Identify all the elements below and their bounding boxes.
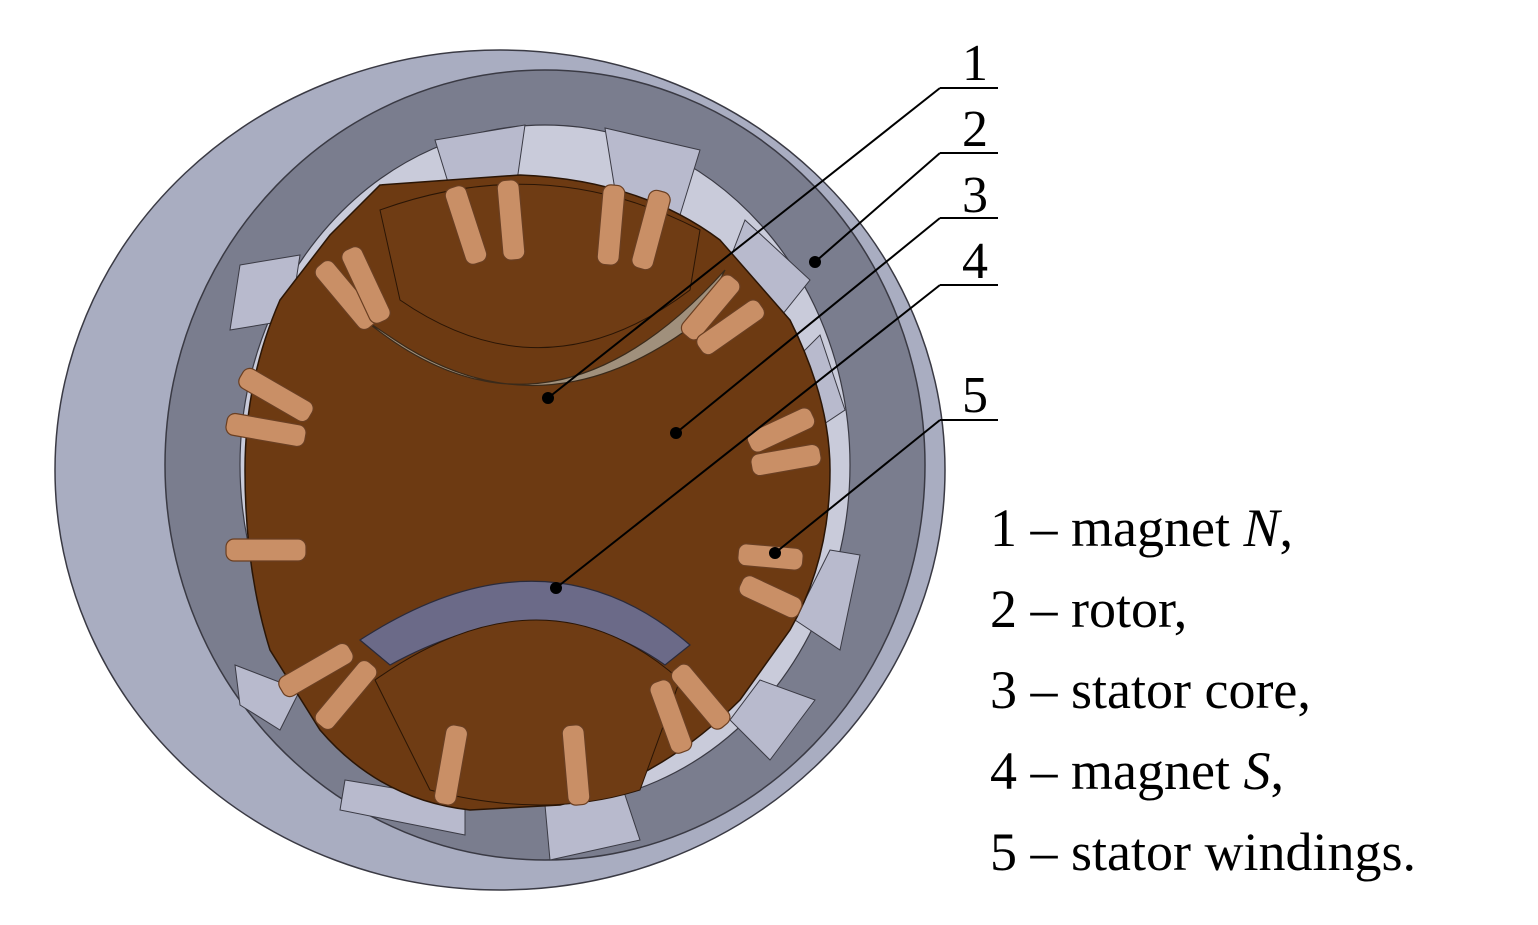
callout-dot-5	[769, 547, 781, 559]
callout-leader-3	[675, 217, 941, 434]
callout-dot-2	[809, 256, 821, 268]
callout-dot-3	[670, 427, 682, 439]
legend-item-1: 1 – magnet N,	[990, 498, 1293, 558]
slot-face	[729, 679, 816, 761]
winding-bar	[225, 412, 307, 448]
magnet-n	[364, 269, 726, 386]
legend-item-3: 3 – stator core,	[990, 660, 1311, 720]
callout-leader-1	[547, 87, 941, 399]
slot-face	[234, 664, 301, 731]
callout-number-1: 1	[962, 35, 988, 92]
winding-bar	[278, 642, 354, 698]
callout-dots	[542, 256, 821, 594]
winding-bar	[750, 443, 822, 477]
callout-number-5: 5	[962, 367, 988, 424]
callout-leader-2	[814, 152, 941, 263]
winding-bar	[649, 679, 693, 754]
winding-bar	[238, 367, 314, 423]
callout-number-3: 3	[962, 167, 988, 224]
callout-leader-5	[774, 419, 941, 554]
winding-bar	[738, 575, 803, 619]
winding-bar	[596, 184, 626, 266]
legend-item-5: 5 – stator windings.	[990, 822, 1416, 882]
stator-windings	[225, 179, 822, 806]
winding-bar	[314, 659, 378, 731]
winding-bar	[341, 246, 391, 324]
winding-bar	[696, 299, 766, 356]
winding-bar	[680, 274, 741, 341]
legend-item-2: 2 – rotor,	[990, 579, 1188, 639]
winding-bar	[746, 407, 816, 453]
winding-bar	[561, 724, 591, 806]
callout-leader-4	[555, 284, 941, 589]
winding-bar	[433, 724, 469, 806]
winding-bar	[631, 189, 671, 271]
winding-bar	[444, 185, 488, 265]
callout-dot-1	[542, 392, 554, 404]
legend: 1 – magnet N, 2 – rotor, 3 – stator core…	[990, 488, 1416, 893]
callout-number-4: 4	[962, 233, 988, 290]
callouts	[547, 87, 998, 589]
winding-bar	[670, 663, 731, 730]
callout-number-2: 2	[962, 101, 988, 158]
legend-item-4: 4 – magnet S,	[990, 741, 1284, 801]
winding-bar	[314, 259, 378, 331]
callout-dot-4	[550, 582, 562, 594]
winding-bar	[225, 538, 307, 562]
winding-bar	[496, 179, 526, 261]
